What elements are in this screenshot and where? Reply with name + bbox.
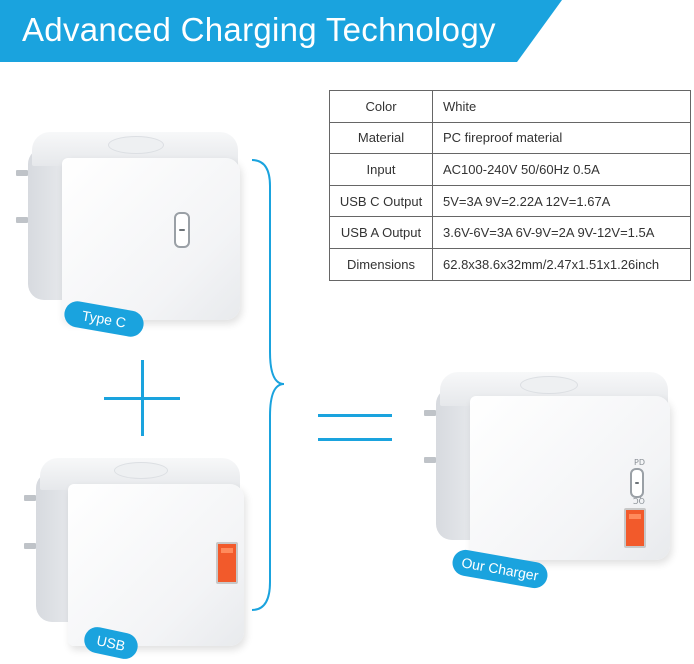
page-title: Advanced Charging Technology [22, 11, 496, 48]
spec-label: Color [329, 90, 433, 123]
brace-path [251, 159, 285, 611]
spec-value: AC100-240V 50/60Hz 0.5A [432, 153, 691, 186]
table-row: Color White [329, 90, 691, 123]
usb-c-port-icon [630, 468, 644, 498]
spec-label: USB C Output [329, 184, 433, 218]
qc-label: QC [633, 496, 645, 505]
spec-label: Dimensions [329, 247, 433, 281]
charger-notch [114, 462, 168, 479]
usb-a-port-icon [624, 508, 646, 548]
table-row: Input AC100-240V 50/60Hz 0.5A [329, 153, 691, 186]
pd-label: PD [634, 458, 645, 467]
table-row: Dimensions 62.8x38.6x32mm/2.47x1.51x1.26… [329, 247, 691, 281]
usb-c-port-icon [174, 212, 190, 248]
plug-prong [24, 495, 36, 501]
spec-value: 62.8x38.6x32mm/2.47x1.51x1.26inch [432, 247, 691, 281]
spec-label: Material [329, 121, 433, 155]
plug-prong [16, 217, 28, 223]
charger-front [62, 158, 240, 320]
spec-label: Input [329, 153, 433, 186]
table-row: Material PC fireproof material [329, 121, 691, 155]
spec-label: USB A Output [329, 216, 433, 249]
charger-notch [520, 376, 578, 394]
charger-front [68, 484, 244, 646]
plug-prong [424, 457, 436, 463]
spec-value: 3.6V-6V=3A 6V-9V=2A 9V-12V=1.5A [432, 216, 691, 249]
plug-prong [424, 410, 436, 416]
plug-prong [24, 543, 36, 549]
right-brace-icon [251, 159, 285, 611]
usb-a-port-icon [216, 542, 238, 584]
table-row: USB A Output 3.6V-6V=3A 6V-9V=2A 9V-12V=… [329, 216, 691, 249]
header-banner [0, 0, 562, 62]
spec-value: White [432, 90, 691, 123]
plug-prong [16, 170, 28, 176]
spec-table: Color White Material PC fireproof materi… [329, 90, 691, 281]
spec-value: 5V=3A 9V=2.22A 12V=1.67A [432, 184, 691, 218]
table-row: USB C Output 5V=3A 9V=2.22A 12V=1.67A [329, 184, 691, 218]
charger-notch [108, 136, 164, 154]
spec-value: PC fireproof material [432, 121, 691, 155]
